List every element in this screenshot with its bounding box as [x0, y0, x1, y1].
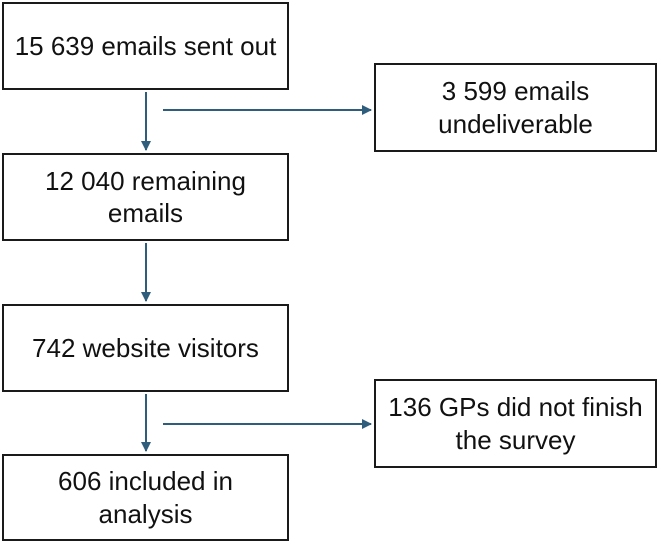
box-remaining-emails: 12 040 remaining emails [2, 153, 289, 241]
box-website-visitors: 742 website visitors [2, 304, 289, 392]
box-included-in-analysis: 606 included in analysis [2, 454, 289, 541]
remaining-emails-label: 12 040 remaining emails [45, 165, 246, 229]
box-emails-sent: 15 639 emails sent out [2, 2, 289, 90]
website-visitors-label: 742 website visitors [32, 332, 259, 363]
box-did-not-finish: 136 GPs did not finish the survey [374, 379, 657, 468]
included-in-analysis-label: 606 included in analysis [58, 466, 233, 529]
did-not-finish-label: 136 GPs did not finish the survey [388, 392, 643, 455]
box-undeliverable: 3 599 emails undeliverable [374, 63, 657, 152]
undeliverable-label: 3 599 emails undeliverable [438, 76, 593, 139]
emails-sent-label: 15 639 emails sent out [14, 30, 277, 61]
